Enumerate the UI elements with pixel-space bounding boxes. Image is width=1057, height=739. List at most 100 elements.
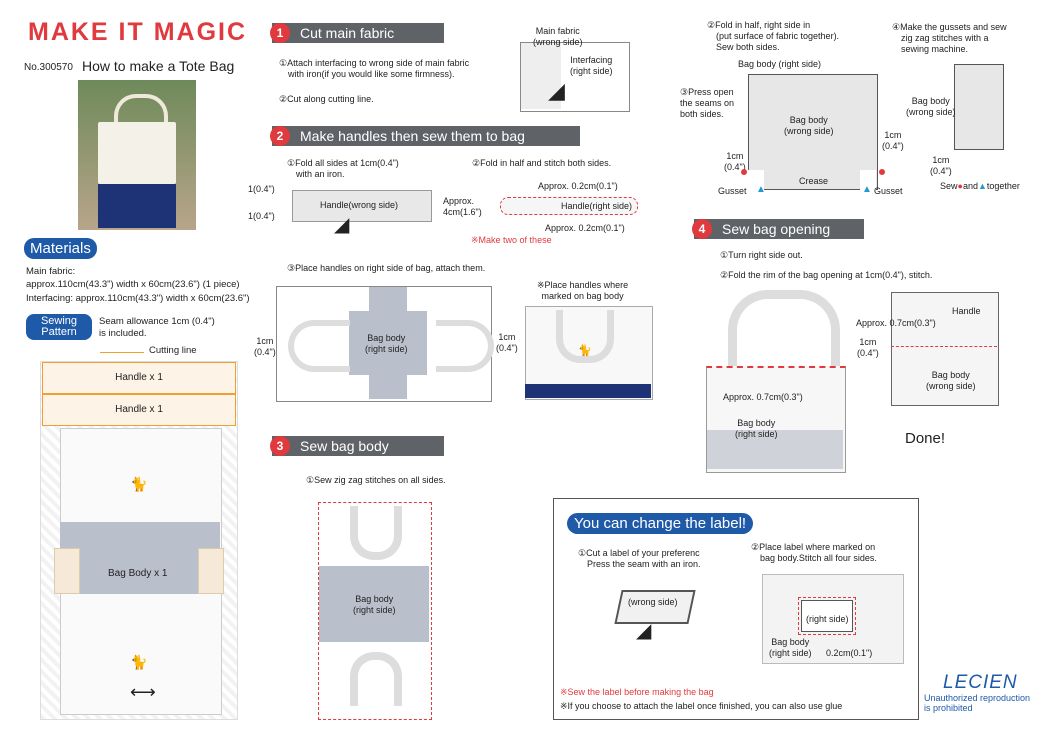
seam-allowance-note: Seam allowance 1cm (0.4") is included. (99, 316, 215, 340)
f2-line2: (put surface of fabric together). (716, 31, 840, 41)
label-note-black: ※If you choose to attach the label once … (560, 701, 843, 711)
gd-line2: (0.4") (930, 166, 952, 176)
pattern-handle-1: Handle x 1 (42, 362, 236, 394)
lb-line2: (right side) (769, 648, 812, 658)
badge-line1: Sewing (40, 315, 78, 327)
fig-inter-line2: (right side) (570, 66, 613, 76)
step2-header: Make handles then sew them to bag (272, 126, 580, 146)
rim-figure (891, 292, 999, 406)
blue-triangle-icon-2: ▲ (862, 184, 872, 195)
label-wrong-side: (wrong side) (628, 597, 678, 607)
d1a-line1: 1cm (256, 336, 274, 346)
fold-notch-left (748, 170, 764, 190)
materials-interfacing-spec: Interfacing: approx.110cm(43.3") width x… (26, 293, 250, 304)
lecien-logo: LECIEN (943, 672, 1018, 693)
step1-instruction-1: ①Attach interfacing to wrong side of mai… (279, 58, 469, 80)
iron-icon-3: ◢ (636, 620, 652, 642)
s1-line2: with iron(if you would like some firmnes… (288, 69, 455, 79)
fig-main-fabric: Main fabric (wrong side) (533, 26, 583, 48)
pattern-bag-body-label: Bag Body x 1 (108, 568, 168, 579)
iron-icon-2: ◢ (334, 214, 350, 236)
done-label: Done! (905, 430, 946, 447)
fold-instruction-2: ②Fold in half, right side in (put surfac… (707, 20, 839, 53)
handle-wrong-label: Handle(wrong side) (320, 200, 399, 210)
rd-line1: 1cm (859, 337, 877, 347)
sew-word: Sew (940, 181, 958, 191)
bag-navy-part (98, 184, 176, 228)
red-dot-icon (741, 169, 747, 175)
gusset-bag-label: Bag body (wrong side) (906, 96, 956, 118)
fnb-line1: Bag body (737, 418, 776, 428)
f2-line1: ②Fold in half, right side in (707, 20, 811, 30)
materials-main-spec: approx.110cm(43.3") width x 60cm(23.6") … (26, 279, 240, 290)
fb-line2: (wrong side) (784, 126, 834, 136)
f3-line2: the seams on (680, 98, 735, 108)
f3-line1: ③Press open (680, 87, 734, 97)
placement-bag-body-label: Bag body (right side) (365, 333, 408, 355)
approx-4-line1: Approx. (443, 196, 475, 206)
gb-line2: (wrong side) (906, 107, 956, 117)
pb-line2: (right side) (365, 344, 408, 354)
label-section-title: You can change the label! (567, 513, 754, 534)
approx-07-b: Approx. 0.7cm(0.3") (856, 318, 936, 328)
placement-note: ※Place handles where marked on bag body (537, 280, 628, 302)
tote-bag-photo (78, 80, 196, 230)
gb-line1: Bag body (911, 96, 950, 106)
gusset-dim: 1cm (0.4") (930, 155, 952, 177)
approx-4-line2: 4cm(1.6") (443, 207, 482, 217)
d1b-line2: (0.4") (496, 343, 518, 353)
folded-handle (500, 197, 638, 215)
fig-main-line1: Main fabric (535, 26, 580, 36)
step1-instruction-2: ②Cut along cutting line. (279, 94, 374, 104)
gusset-right: Gusset (874, 186, 903, 196)
seam-line2: is included. (99, 328, 147, 339)
fnb-line2: (right side) (735, 429, 778, 439)
f3-line3: both sides. (680, 109, 724, 119)
notch-bl (349, 375, 369, 399)
step1-header: Cut main fabric (272, 23, 444, 43)
gusset-left: Gusset (718, 186, 747, 196)
finished-bag-label: Bag body (right side) (735, 418, 778, 440)
label-right-side: (right side) (806, 614, 849, 624)
gusset-figure (954, 64, 1004, 150)
fold-bag-figure (748, 74, 878, 190)
materials-main-label: Main fabric: (26, 266, 76, 277)
f4-line2: zig zag stitches with a (901, 33, 989, 43)
fold-instruction-3: ③Press open the seams on both sides. (680, 87, 734, 120)
fdl-line1: 1cm (726, 151, 744, 161)
iron-icon: ◢ (548, 78, 565, 103)
brand-title: MAKE IT MAGIC (28, 18, 248, 46)
cat-icon: 🐈 (130, 476, 148, 492)
rb-line1: Bag body (931, 370, 970, 380)
rim-handle-label: Handle (952, 306, 981, 316)
notch-tr (407, 287, 427, 311)
dim-1cm-right: 1cm (0.4") (496, 332, 518, 354)
dim-1cm-left: 1cm (0.4") (254, 336, 276, 358)
gd-line1: 1cm (932, 155, 950, 165)
grain-arrow-icon: ⟷ (130, 682, 156, 702)
red-dot-symbol: ● (957, 181, 963, 191)
label-instruction-2: ②Place label where marked on bag body.St… (751, 542, 877, 564)
s1-line1: ①Attach interfacing to wrong side of mai… (279, 58, 470, 68)
s3b-line1: Bag body (355, 594, 394, 604)
note-line2: marked on bag body (541, 291, 624, 301)
step2-instruction-2: ②Fold in half and stitch both sides. (472, 158, 612, 168)
step1-number: 1 (270, 23, 290, 43)
pb-line1: Bag body (367, 333, 406, 343)
rb-line2: (wrong side) (926, 381, 976, 391)
step3-number: 3 (270, 436, 290, 456)
step1-folded-corner (521, 43, 561, 109)
step4-header: Sew bag opening (694, 219, 864, 239)
s2-1-line2: with an iron. (296, 169, 345, 179)
fb-line1: Bag body (789, 115, 828, 125)
finished-bag-bottom (707, 430, 843, 469)
label-section-box (553, 498, 919, 720)
label-placed (798, 597, 856, 635)
handle-loop-right (436, 320, 494, 372)
seam-line1: Seam allowance 1cm (0.4") (99, 316, 215, 327)
done-handle (728, 290, 840, 379)
page-title: How to make a Tote Bag (82, 58, 235, 74)
step2-instruction-3: ③Place handles on right side of bag, att… (287, 263, 486, 273)
step3-instruction: ①Sew zig zag stitches on all sides. (306, 475, 446, 485)
cutting-line-label: Cutting line (149, 345, 197, 356)
